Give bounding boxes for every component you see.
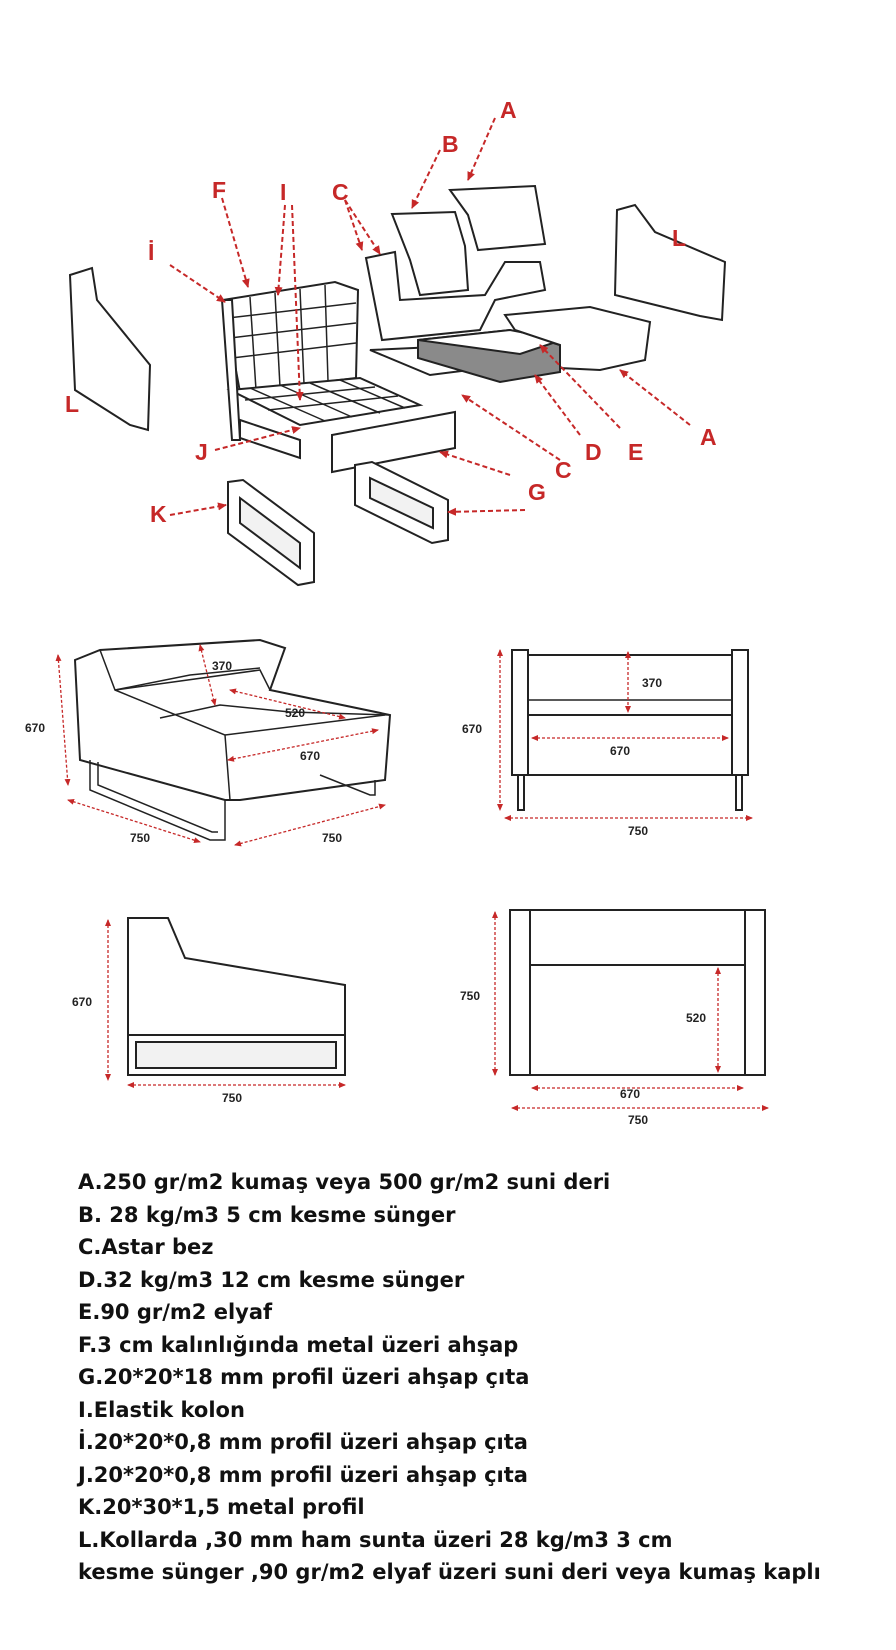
legend-item-f: F.3 cm kalınlığında metal üzeri ahşap [78,1332,519,1357]
legend-item-l: L.Kollarda ,30 mm ham sunta üzeri 28 kg/… [78,1527,673,1552]
right-arm-panel [613,203,727,322]
legend-item-j: J.20*20*0,8 mm profil üzeri ahşap çıta [78,1462,528,1487]
front-dim-370: 370 [642,676,662,690]
callout-c-top: C [332,179,349,205]
callout-f: F [212,177,226,203]
legend-item-i-dot: İ.20*20*0,8 mm profil üzeri ahşap çıta [78,1430,528,1454]
back-lining [364,250,547,342]
front-dim-670-height: 670 [462,722,482,736]
side-view: 670 750 [72,917,346,1105]
legend-item-c: C.Astar bez [78,1235,214,1259]
left-arm-panel [68,266,152,432]
legend-item-d: D.32 kg/m3 12 cm kesme sünger [78,1267,465,1292]
back-cushion-b [390,210,470,297]
side-dim-670: 670 [72,995,92,1009]
callout-k: K [150,501,167,527]
iso-dim-670-height: 670 [25,721,45,735]
legend-item-l-continued: kesme sünger ,90 gr/m2 elyaf üzeri suni … [78,1560,821,1584]
top-dim-520: 520 [686,1011,706,1025]
callout-a-top: A [500,97,517,123]
callout-l-left: L [65,391,79,417]
front-rail [331,410,456,474]
iso-dim-370: 370 [212,659,232,673]
callout-a-bottom: A [700,424,717,450]
side-dim-750: 750 [222,1091,242,1105]
callout-l-right: L [672,225,686,251]
legend-item-a: A.250 gr/m2 kumaş veya 500 gr/m2 suni de… [78,1170,611,1194]
legend-item-k: K.20*30*1,5 metal profil [78,1495,365,1519]
iso-dim-750-right: 750 [322,831,342,845]
front-dim-750: 750 [628,824,648,838]
iso-dim-670-seat: 670 [300,749,320,763]
callout-j: J [195,439,208,465]
iso-dim-750-left: 750 [130,831,150,845]
top-dim-750-width: 750 [628,1113,648,1127]
back-cushion-a [448,184,547,252]
callout-e: E [628,439,643,465]
callout-i-dot: İ [148,239,154,265]
legend-item-g: G.20*20*18 mm profil üzeri ahşap çıta [78,1365,530,1389]
front-dim-670-width: 670 [610,744,630,758]
legend-item-b: B. 28 kg/m3 5 cm kesme sünger [78,1202,456,1227]
iso-dim-520: 520 [285,706,305,720]
exploded-view: A B C F I İ L L J K G C D E A [65,97,727,587]
front-view: 370 670 670 750 [462,649,753,838]
isometric-view: 370 520 670 670 750 750 [25,638,392,847]
technical-drawing: A B C F I İ L L J K G C D E A 370 520 67… [25,97,769,1127]
top-view: 520 670 750 750 [460,909,769,1127]
frame-assembly [220,280,424,460]
callout-i: I [280,179,286,205]
seat-cover-a [503,305,652,372]
callout-b: B [442,131,459,157]
parts-legend: A.250 gr/m2 kumaş veya 500 gr/m2 suni de… [78,1166,878,1589]
callout-c-bottom: C [555,457,572,483]
callout-d: D [585,439,602,465]
top-dim-750-depth: 750 [460,989,480,1003]
legend-item-i: I.Elastik kolon [78,1397,245,1422]
top-dim-670: 670 [620,1087,640,1101]
callout-g: G [528,479,546,505]
legend-item-e: E.90 gr/m2 elyaf [78,1300,273,1324]
